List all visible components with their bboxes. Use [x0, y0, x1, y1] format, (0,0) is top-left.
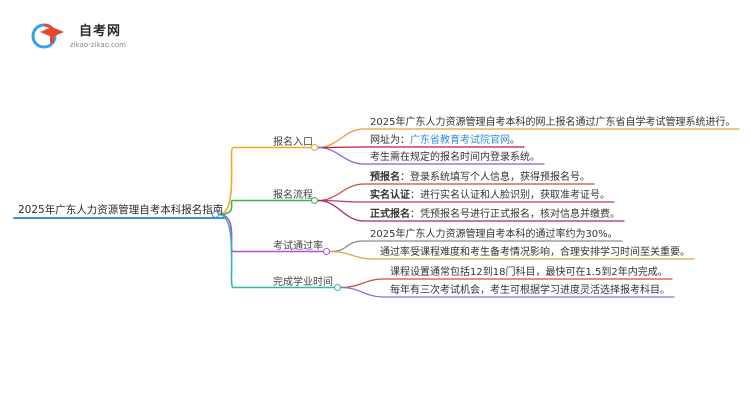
leaf-entry-website: 网址为：广东省教育考试院官网。: [370, 131, 520, 146]
leaf-pass-rate-value: 2025年广东人力资源管理自考本科的通过率约为30%。: [370, 225, 618, 240]
leaf-text: 通过率受课程难度和考生备考情况影响，合理安排学习时间至关重要。: [380, 247, 690, 258]
branch-node-dot: [311, 144, 318, 151]
branch-connector: [218, 199, 312, 216]
leaf-text: ：登录系统填写个人信息，获得预报名号。: [400, 172, 590, 183]
leaf-process-real-name-auth: 实名认证：进行实名认证和人脸识别，获取准考证号。: [370, 186, 610, 201]
leaf-text: 2025年广东人力资源管理自考本科的通过率约为30%。: [370, 229, 618, 240]
leaf-connector: [340, 278, 673, 289]
leaf-connector: [329, 250, 695, 260]
leaf-text: 考生需在规定的报名时间内登录系统。: [370, 152, 540, 163]
leaf-keyword: 预报名: [370, 172, 400, 183]
branch-connector: [218, 213, 335, 289]
leaf-text: ：进行实名认证和人脸识别，获取准考证号。: [410, 190, 610, 201]
zikao-logo-icon: [31, 23, 64, 49]
mindmap-root-title: 2025年广东人力资源管理自考本科报名指南: [18, 204, 224, 216]
leaf-text: 课程设置通常包括12到18门科目，最快可在1.5到2年内完成。: [390, 267, 668, 278]
leaf-keyword: 正式报名: [370, 209, 410, 220]
leaf-process-pre-registration: 预报名：登录系统填写个人信息，获得预报名号。: [370, 168, 590, 183]
leaf-connector: [317, 199, 625, 222]
site-logo-url[interactable]: zikao-zikao.com: [70, 41, 126, 49]
leaf-text: ：凭预报名号进行正式报名，核对信息并缴费。: [410, 209, 620, 220]
leaf-connector: [340, 286, 675, 298]
leaf-entry-system: 2025年广东人力资源管理自考本科的网上报名通过广东省自学考试管理系统进行。: [370, 113, 735, 128]
leaf-text: 网址为：: [370, 135, 410, 146]
branch-connector: [218, 146, 312, 216]
leaf-process-formal-registration: 正式报名：凭预报名号进行正式报名，核对信息并缴费。: [370, 205, 620, 220]
branch-registration-entry: 报名入口: [273, 137, 313, 148]
branch-node-dot: [334, 284, 341, 291]
branch-registration-process: 报名流程: [273, 190, 313, 201]
leaf-connector: [317, 146, 545, 165]
root-node-dot: [212, 211, 219, 218]
education-exam-authority-link[interactable]: 广东省教育考试院官网: [410, 135, 510, 146]
leaf-pass-rate-factors: 通过率受课程难度和考生备考情况影响，合理安排学习时间至关重要。: [380, 243, 690, 258]
branch-completion-time: 完成学业时间: [273, 277, 333, 288]
branch-node-dot: [323, 248, 330, 255]
leaf-keyword: 实名认证: [370, 190, 410, 201]
branch-pass-rate: 考试通过率: [273, 241, 323, 252]
leaf-completion-courses: 课程设置通常包括12到18门科目，最快可在1.5到2年内完成。: [390, 263, 668, 278]
site-logo-title[interactable]: 自考网: [79, 24, 122, 39]
leaf-text: 2025年广东人力资源管理自考本科的网上报名通过广东省自学考试管理系统进行。: [370, 117, 736, 128]
leaf-completion-exam-chances: 每年有三次考试机会，考生可根据学习进度灵活选择报考科目。: [390, 281, 670, 296]
branch-node-dot: [311, 197, 318, 204]
leaf-entry-login-time: 考生需在规定的报名时间内登录系统。: [370, 148, 540, 163]
leaf-text: 每年有三次考试机会，考生可根据学习进度灵活选择报考科目。: [390, 285, 670, 296]
leaf-text: 。: [510, 135, 520, 146]
